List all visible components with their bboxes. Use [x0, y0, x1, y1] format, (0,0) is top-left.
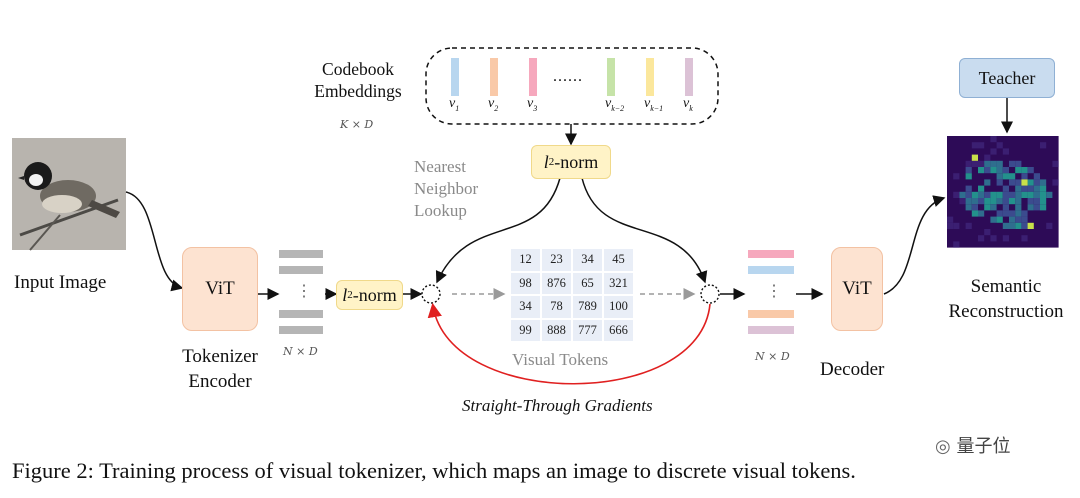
- visual-token-cell: 34: [511, 296, 540, 318]
- visual-token-cell: 888: [542, 319, 571, 341]
- encoder-label: Tokenizer Encoder: [182, 346, 258, 392]
- codebook-vector-label: v3: [527, 96, 538, 113]
- encoder-token-bars: [279, 250, 323, 334]
- straight-through-gradients-label: Straight-Through Gradients: [462, 396, 653, 415]
- codebook-vector-bar: [451, 58, 459, 96]
- input-image: [12, 138, 126, 251]
- decoder-token-bar: [748, 326, 794, 334]
- codebook-vector-label: vk: [683, 96, 693, 113]
- semantic-reconstruction-label: Semantic Reconstruction: [948, 276, 1064, 322]
- lookup-node-right: [700, 284, 720, 304]
- visual-token-cell: 666: [604, 319, 633, 341]
- decoder-dots: ⋮: [766, 283, 782, 300]
- watermark: ◎ 量子位: [935, 436, 1011, 457]
- codebook-vector-bar: [529, 58, 537, 96]
- decoder-token-bar: [748, 266, 794, 274]
- decoder-token-bar: [748, 310, 794, 318]
- codebook-vector-label: vk−2: [605, 96, 625, 113]
- decoder-token-bars: [748, 250, 794, 334]
- teacher-block: Teacher: [959, 58, 1055, 98]
- lookup-node-left: [421, 284, 441, 304]
- codebook-vector-bar: [607, 58, 615, 96]
- visual-token-cell: 23: [542, 249, 571, 271]
- visual-token-cell: 65: [573, 272, 602, 294]
- codebook-container: [425, 47, 719, 125]
- visual-token-cell: 100: [604, 296, 633, 318]
- figure-caption: Figure 2: Training process of visual tok…: [12, 458, 856, 483]
- codebook-vector-bar: [685, 58, 693, 96]
- visual-token-cell: 777: [573, 319, 602, 341]
- decoder-label: Decoder: [820, 359, 885, 380]
- decoder-vit-block: ViT: [831, 247, 883, 331]
- visual-token-cell: 99: [511, 319, 540, 341]
- nearest-neighbor-label: Nearest Neighbor Lookup: [414, 157, 479, 220]
- visual-token-cell: 98: [511, 272, 540, 294]
- decoder-token-bar: [748, 250, 794, 258]
- codebook-vector-label: v1: [449, 96, 460, 113]
- visual-token-cell: 876: [542, 272, 571, 294]
- semantic-reconstruction-image: [947, 136, 1059, 248]
- decoder-dims: N × D: [755, 350, 790, 363]
- codebook-ellipsis: ......: [553, 68, 583, 85]
- visual-token-cell: 78: [542, 296, 571, 318]
- codebook-dims: K × D: [340, 118, 374, 131]
- codebook-label: Codebook Embeddings: [314, 59, 402, 101]
- visual-token-cell: 321: [604, 272, 633, 294]
- codebook-vector-label: v2: [488, 96, 499, 113]
- codebook-vector-bar: [646, 58, 654, 96]
- codebook-vector-label: vk−1: [644, 96, 664, 113]
- input-image-label: Input Image: [14, 272, 107, 293]
- encoder-vit-block: ViT: [182, 247, 258, 331]
- visual-tokens-label: Visual Tokens: [512, 350, 609, 369]
- codebook-vector-bar: [490, 58, 498, 96]
- wechat-icon: ◎: [935, 436, 951, 457]
- visual-token-cell: 12: [511, 249, 540, 271]
- encoder-dots: ⋮: [296, 283, 312, 300]
- visual-token-cell: 789: [573, 296, 602, 318]
- visual-token-cell: 34: [573, 249, 602, 271]
- visual-token-cell: 45: [604, 249, 633, 271]
- encoder-dims: N × D: [283, 345, 318, 358]
